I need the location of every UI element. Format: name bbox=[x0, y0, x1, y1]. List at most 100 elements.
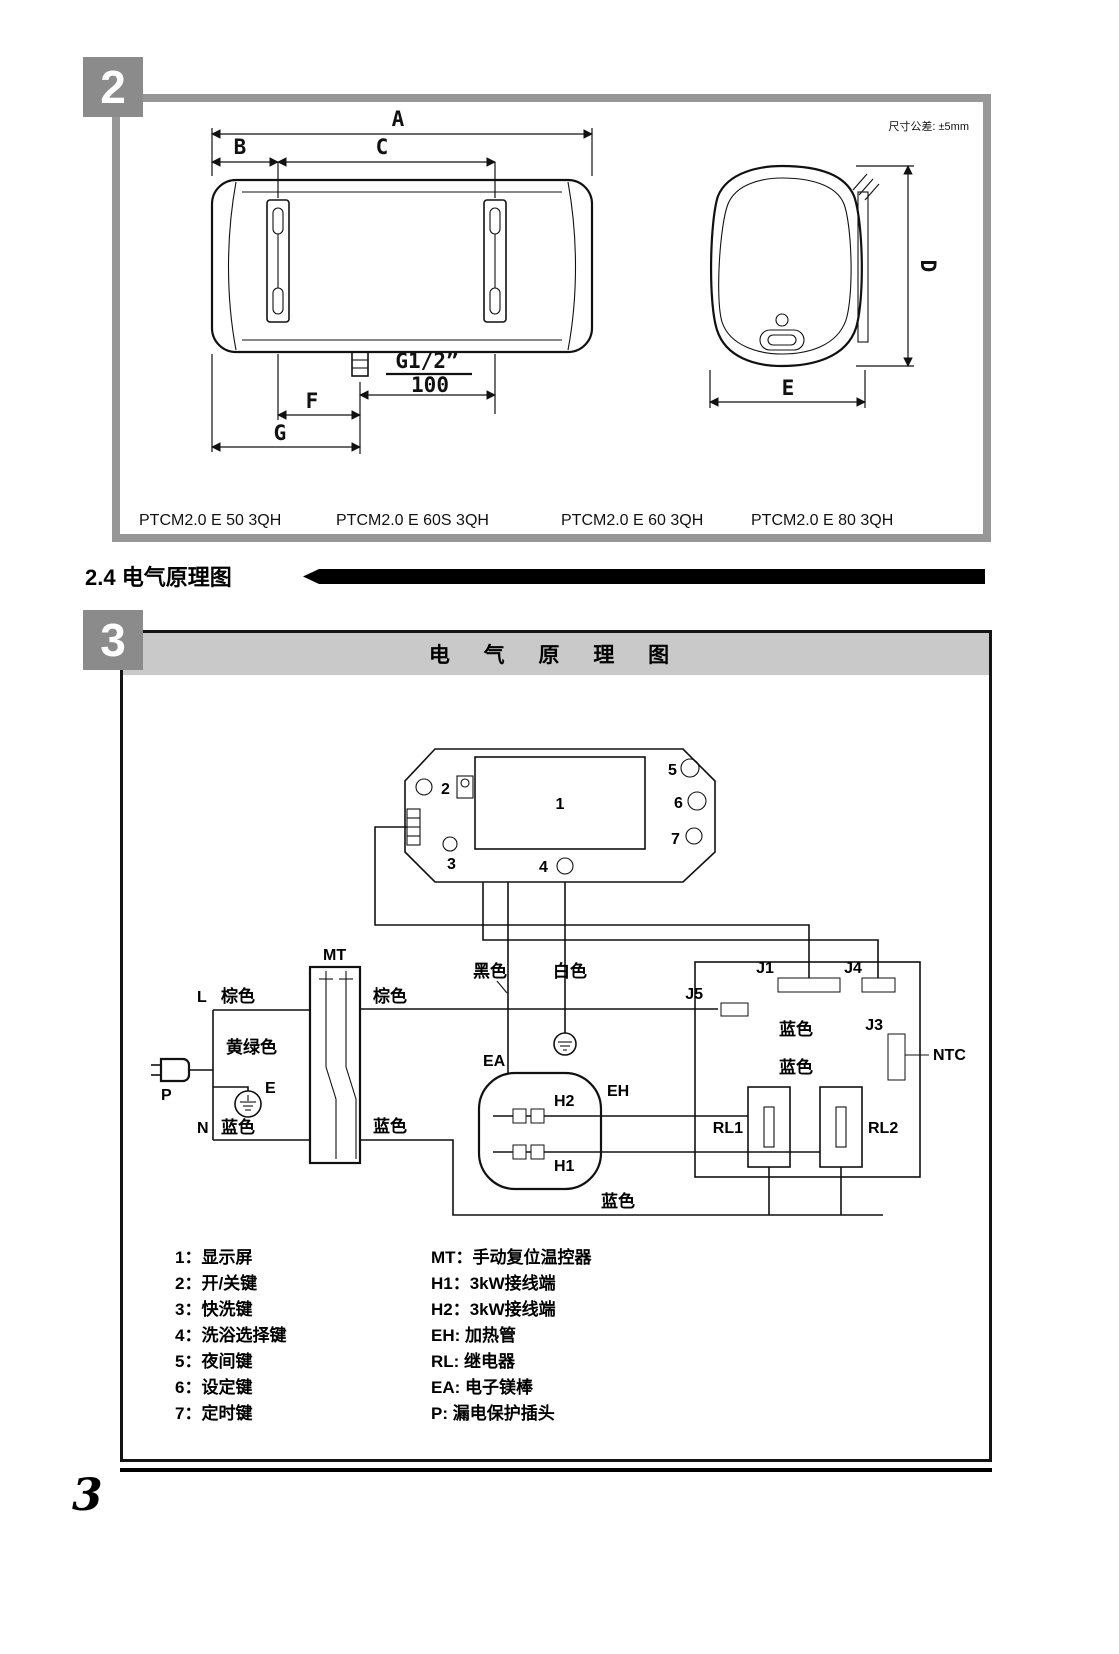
label-rl2: RL2 bbox=[868, 1120, 898, 1137]
legend-item: 4：洗浴选择键 bbox=[175, 1326, 287, 1345]
legend-item: 6：设定键 bbox=[175, 1378, 253, 1397]
dimension-drawing: A B C G1/2” 100 F G bbox=[210, 107, 940, 454]
label-blue-right1: 蓝色 bbox=[779, 1019, 813, 1039]
label-eh: EH bbox=[607, 1083, 629, 1100]
ea-heater-assembly bbox=[477, 1071, 603, 1191]
legend-item: H1：3kW接线端 bbox=[431, 1274, 556, 1293]
legend-item: 7：定时键 bbox=[175, 1404, 253, 1423]
quick-wash-button-icon bbox=[442, 836, 458, 852]
legend-item: 5：夜间键 bbox=[175, 1352, 253, 1371]
legend-item: H2：3kW接线端 bbox=[431, 1300, 556, 1319]
section-3-badge: 3 bbox=[83, 610, 143, 670]
legend-item: RL: 继电器 bbox=[431, 1352, 516, 1371]
legend-item: 3：快洗键 bbox=[175, 1300, 253, 1319]
dimension-drawing-frame: 尺寸公差: ±5mm bbox=[112, 94, 991, 542]
model-name: PTCM2.0 E 60S 3QH bbox=[336, 512, 489, 529]
mounting-bracket-left bbox=[266, 199, 290, 323]
dimension-lines-side: A B C G1/2” 100 F G bbox=[211, 107, 593, 454]
section-heading: 2.4 电气原理图 bbox=[85, 565, 232, 590]
schematic-titlebar: 电 气 原 理 图 bbox=[123, 633, 989, 675]
label-brown-right: 棕色 bbox=[373, 986, 407, 1006]
legend-item: 1：显示屏 bbox=[175, 1248, 253, 1267]
section-2-badge: 2 bbox=[83, 57, 143, 117]
legend-left-column: 1：显示屏 2：开/关键 3：快洗键 4：洗浴选择键 5：夜间键 6：设定键 7… bbox=[175, 1245, 286, 1427]
earth-symbol bbox=[234, 1090, 262, 1118]
panel-num-3: 3 bbox=[447, 856, 456, 873]
label-white-wire: 白色 bbox=[553, 961, 587, 981]
legend-item: MT：手动复位温控器 bbox=[431, 1248, 592, 1267]
leakage-protection-plug bbox=[151, 1057, 191, 1083]
model-name: PTCM2.0 E 60 3QH bbox=[561, 512, 704, 529]
dim-label-d: D bbox=[916, 260, 940, 273]
dim-label-c: C bbox=[376, 135, 389, 159]
page-number: 3 bbox=[72, 1470, 103, 1521]
label-j3: J3 bbox=[865, 1017, 883, 1034]
set-button-icon bbox=[687, 791, 707, 811]
legend-item: P: 漏电保护插头 bbox=[431, 1404, 555, 1423]
connector-j3 bbox=[887, 1033, 906, 1081]
thread-label: G1/2” bbox=[395, 349, 458, 373]
panel-num-1: 1 bbox=[556, 796, 565, 813]
label-blue-right2: 蓝色 bbox=[779, 1057, 813, 1077]
label-black-wire: 黑色 bbox=[473, 961, 507, 981]
connector-grill bbox=[406, 808, 421, 846]
label-e: E bbox=[265, 1080, 276, 1097]
panel-num-2: 2 bbox=[441, 781, 450, 798]
footer-rule bbox=[120, 1468, 992, 1472]
label-yellow-green: 黄绿色 bbox=[226, 1037, 277, 1057]
dim-label-g: G bbox=[274, 421, 287, 445]
bath-select-button-icon bbox=[556, 857, 574, 875]
schematic-title: 电 气 原 理 图 bbox=[428, 644, 684, 667]
label-j5: J5 bbox=[685, 986, 703, 1003]
label-ntc: NTC bbox=[933, 1047, 966, 1064]
wires bbox=[190, 826, 929, 1216]
label-ea: EA bbox=[483, 1053, 506, 1070]
label-mt: MT bbox=[323, 947, 346, 964]
night-button-icon bbox=[680, 758, 700, 778]
label-rl1: RL1 bbox=[713, 1120, 743, 1137]
model-name: PTCM2.0 E 80 3QH bbox=[751, 512, 894, 529]
connector-j5 bbox=[720, 1002, 749, 1017]
dim-label-b: B bbox=[234, 135, 247, 159]
label-l: L bbox=[197, 989, 207, 1006]
label-j4: J4 bbox=[844, 960, 862, 977]
connector-j1 bbox=[777, 977, 841, 993]
legend-item: EH: 加热管 bbox=[431, 1326, 516, 1345]
panel-num-7: 7 bbox=[671, 831, 680, 848]
label-h2: H2 bbox=[554, 1093, 575, 1110]
mt-thermostat bbox=[308, 965, 362, 1165]
display-screen bbox=[474, 756, 646, 850]
dim-label-f: F bbox=[306, 389, 319, 413]
panel-num-6: 6 bbox=[674, 795, 683, 812]
label-n: N bbox=[197, 1120, 209, 1137]
relay-rl1 bbox=[747, 1086, 791, 1168]
inlet-pipe bbox=[351, 351, 369, 377]
dim-label-100: 100 bbox=[411, 373, 449, 397]
label-blue-mid: 蓝色 bbox=[373, 1116, 407, 1136]
legend-item: EA: 电子镁棒 bbox=[431, 1378, 533, 1397]
control-panel: 1 2 3 4 5 6 bbox=[404, 748, 716, 883]
connector-j4 bbox=[861, 977, 896, 993]
control-board bbox=[694, 961, 921, 1178]
schematic-diagram: 1 2 3 4 5 6 bbox=[151, 748, 966, 1216]
timer-button-icon bbox=[685, 827, 703, 845]
label-h1: H1 bbox=[554, 1158, 575, 1175]
dim-label-a: A bbox=[392, 107, 405, 131]
label-p: P bbox=[161, 1087, 172, 1104]
tolerance-note: 尺寸公差: ±5mm bbox=[888, 121, 969, 133]
panel-num-5: 5 bbox=[668, 762, 677, 779]
schematic-frame: 电 气 原 理 图 1 2 3 4 bbox=[120, 630, 992, 1462]
label-blue-bottom: 蓝色 bbox=[601, 1191, 635, 1211]
power-button-icon bbox=[415, 778, 433, 796]
dim-label-e: E bbox=[782, 376, 795, 400]
legend-item: 2：开/关键 bbox=[175, 1274, 258, 1293]
tank-side-view bbox=[210, 178, 594, 377]
label-brown-left: 棕色 bbox=[221, 986, 255, 1006]
tank-end-view bbox=[710, 164, 880, 368]
section-heading-bar bbox=[303, 569, 985, 584]
panel-num-4: 4 bbox=[539, 859, 548, 876]
mounting-bracket-right bbox=[483, 199, 507, 323]
white-wire-earth-symbol bbox=[553, 1032, 577, 1056]
dimension-lines-end: D E bbox=[709, 165, 940, 408]
